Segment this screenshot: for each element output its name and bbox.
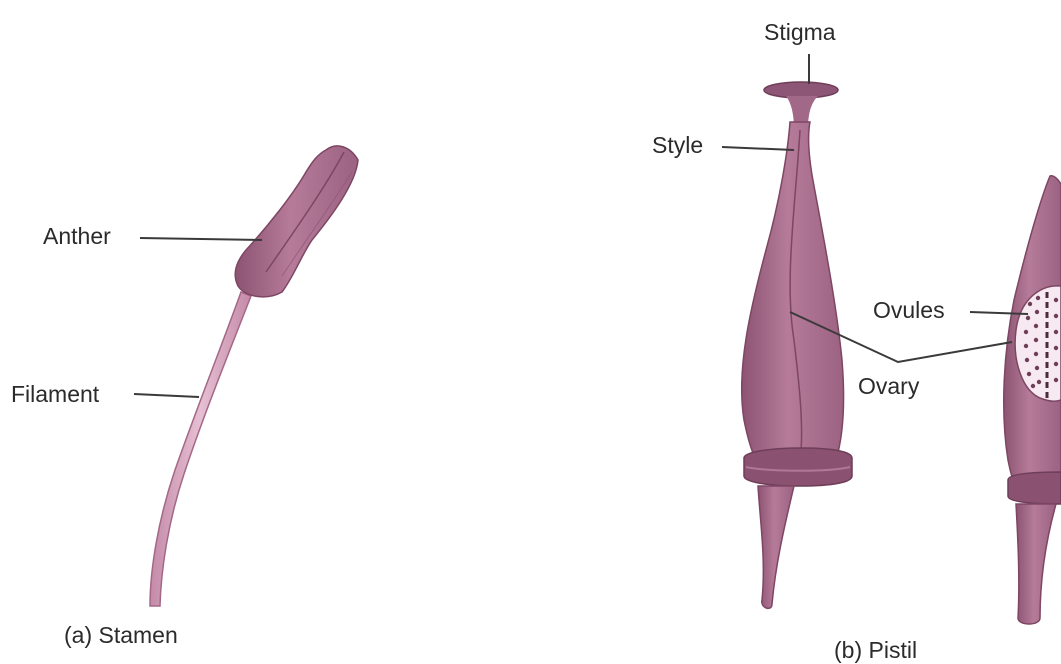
pistil-group	[742, 82, 852, 608]
ovules-label: Ovules	[873, 297, 945, 323]
pistil-body-shape	[742, 122, 844, 460]
filament-leader	[134, 394, 199, 397]
ovary-label: Ovary	[858, 373, 920, 399]
stigma-shape	[764, 82, 838, 98]
stamen-caption: (a) Stamen	[64, 622, 178, 648]
filament-label: Filament	[11, 381, 100, 407]
section-stalk	[1016, 504, 1056, 624]
filament-shape	[150, 292, 251, 606]
receptacle-ring	[744, 448, 852, 486]
style-label: Style	[652, 132, 703, 158]
anther-shape	[235, 146, 358, 297]
pistil-section-group	[1004, 176, 1061, 624]
pistil-stalk	[758, 486, 794, 608]
anther-label: Anther	[43, 223, 111, 249]
style-leader	[722, 147, 794, 150]
stigma-label: Stigma	[764, 19, 836, 45]
stamen-group: Anther Filament (a) Stamen	[11, 146, 358, 648]
section-receptacle-ring	[1008, 472, 1061, 504]
anther-leader	[140, 238, 262, 240]
pistil-caption: (b) Pistil	[834, 637, 917, 663]
